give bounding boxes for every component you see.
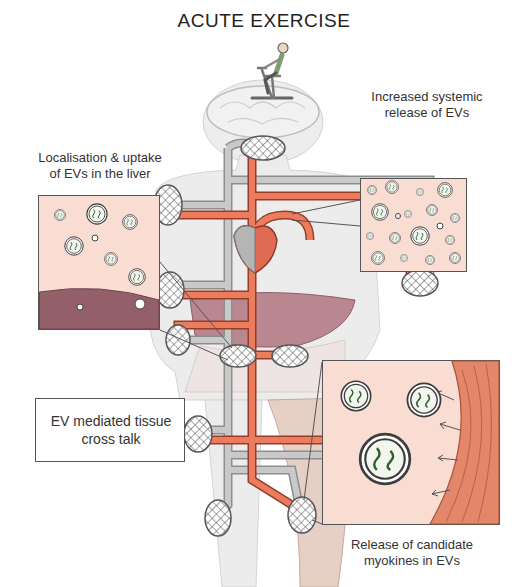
vesicle bbox=[425, 255, 434, 264]
leader-line bbox=[292, 220, 360, 226]
vesicle bbox=[416, 188, 423, 195]
vesicle bbox=[54, 209, 65, 220]
capillary-bed bbox=[241, 136, 285, 160]
inset-caption: Release of candidate myokines in EVs bbox=[326, 530, 498, 576]
capillary-bed bbox=[156, 272, 184, 308]
brain bbox=[207, 86, 319, 138]
vesicle bbox=[400, 254, 407, 261]
vesicle bbox=[341, 381, 370, 410]
bike-frame bbox=[258, 68, 280, 98]
vesicle bbox=[386, 181, 399, 194]
cyclist-torso bbox=[276, 55, 282, 73]
capillary-bed bbox=[288, 497, 316, 533]
heart bbox=[234, 226, 277, 273]
inset-frame bbox=[38, 195, 160, 330]
inset-panel: Localisation & uptake of EVs in the live… bbox=[30, 140, 170, 335]
capillary-bed bbox=[205, 500, 231, 536]
cyclist-leg bbox=[265, 73, 276, 93]
vesicle-uptake bbox=[135, 299, 145, 309]
capillary-bed bbox=[288, 497, 316, 533]
vesicle bbox=[404, 210, 411, 217]
leader-line bbox=[160, 330, 228, 360]
vesicle bbox=[123, 215, 138, 230]
vesicle bbox=[450, 213, 459, 222]
inset-panel: Release of candidate myokines in EVs bbox=[316, 358, 508, 582]
capillary-bed bbox=[220, 345, 256, 367]
leader-line bbox=[292, 200, 360, 214]
vesicle bbox=[426, 204, 437, 215]
label-box: EV mediated tissue cross talk bbox=[35, 398, 185, 462]
vesicle bbox=[65, 237, 83, 255]
inset-frame bbox=[360, 178, 467, 272]
vesicle bbox=[445, 235, 454, 244]
vesicle bbox=[105, 253, 118, 266]
leader-line bbox=[312, 520, 322, 524]
vesicle-small bbox=[92, 235, 98, 241]
vesicle bbox=[372, 204, 389, 221]
inset-panel: Increased systemic release of EVs bbox=[355, 76, 485, 274]
capillary-bed bbox=[272, 345, 308, 367]
diagram-title: ACUTE EXERCISE bbox=[0, 10, 528, 32]
capillary-bed bbox=[402, 270, 438, 296]
capillary-bed bbox=[166, 325, 190, 355]
capillary-bed bbox=[272, 345, 308, 367]
vesicle bbox=[87, 204, 107, 224]
leader-line bbox=[304, 362, 322, 500]
blood-inset bbox=[366, 181, 460, 265]
vesicle bbox=[129, 269, 146, 286]
muscle-striation bbox=[446, 364, 491, 522]
muscle-inset bbox=[341, 361, 499, 524]
inset-caption: Localisation & uptake of EVs in the live… bbox=[34, 140, 166, 192]
capillary-bed bbox=[205, 500, 231, 536]
muscle-fibre bbox=[430, 361, 499, 524]
vesicle bbox=[449, 252, 460, 263]
release-arrow bbox=[432, 391, 460, 496]
capillary-bed bbox=[241, 136, 285, 160]
cyclist-arm bbox=[264, 59, 280, 68]
vesicle-small bbox=[437, 223, 443, 229]
capillary-bed bbox=[156, 272, 184, 308]
liver-tissue bbox=[40, 288, 160, 329]
inset-caption: Increased systemic release of EVs bbox=[371, 76, 483, 134]
inset-frame bbox=[322, 360, 500, 525]
heart-venous-side bbox=[234, 226, 255, 273]
capillary-bed bbox=[184, 416, 212, 452]
vesicle bbox=[389, 232, 400, 243]
cyclist-head bbox=[278, 43, 288, 53]
vesicle-small bbox=[396, 214, 401, 219]
vesicle bbox=[360, 434, 410, 484]
capillary-bed bbox=[184, 416, 212, 452]
vesicle bbox=[411, 227, 429, 245]
vesicle bbox=[367, 185, 376, 194]
vesicle bbox=[372, 252, 385, 265]
vesicle-uptake bbox=[77, 304, 83, 310]
vesicle bbox=[366, 232, 373, 239]
head bbox=[203, 80, 323, 164]
vesicle bbox=[438, 183, 453, 198]
liver-inset bbox=[40, 204, 160, 329]
capillary-bed bbox=[220, 345, 256, 367]
capillary-bed bbox=[402, 270, 438, 296]
capillary-bed bbox=[166, 325, 190, 355]
brain-fold bbox=[220, 102, 305, 124]
vesicle bbox=[407, 383, 440, 416]
cyclist-icon bbox=[252, 43, 292, 98]
box-label: EV mediated tissue cross talk bbox=[46, 399, 176, 461]
